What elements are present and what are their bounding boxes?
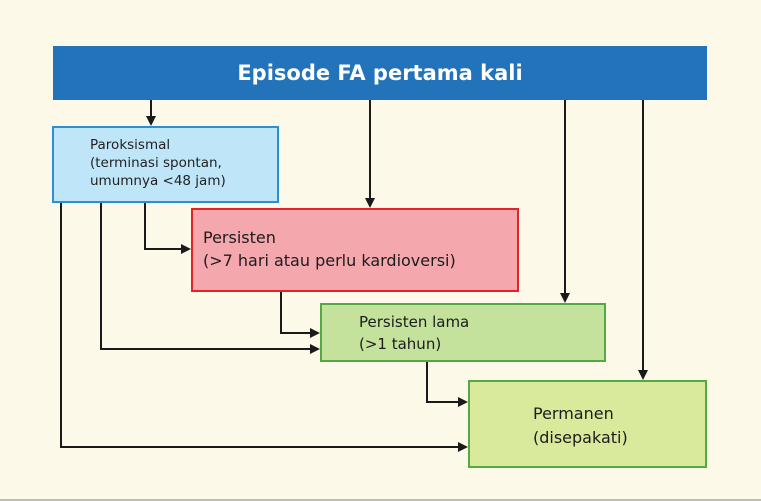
persisten-lama-desc: (>1 tahun) xyxy=(359,335,442,353)
permanen-desc: (disepakati) xyxy=(533,428,628,447)
paroksismal-desc-line2: umumnya <48 jam) xyxy=(90,173,226,189)
persisten-lama-title: Persisten lama xyxy=(359,313,470,331)
permanen-title: Permanen xyxy=(533,404,614,423)
paroksismal-title: Paroksismal xyxy=(90,137,171,153)
arrow-paroksismal-to-persisten-lama xyxy=(100,203,320,354)
paroksismal-desc-line1: (terminasi spontan, xyxy=(90,155,222,171)
header-title: Episode FA pertama kali xyxy=(237,61,523,85)
arrow-paroksismal-to-permanen xyxy=(60,203,468,452)
permanen-box: Permanen (disepakati) xyxy=(468,380,707,468)
persisten-desc: (>7 hari atau perlu kardioversi) xyxy=(203,251,456,270)
arrow-persisten-lama-to-permanen xyxy=(426,362,468,407)
header-box: Episode FA pertama kali xyxy=(53,46,707,100)
arrow-paroksismal-to-persisten xyxy=(144,203,191,254)
persisten-title: Persisten xyxy=(203,228,276,247)
paroksismal-box: Paroksismal (terminasi spontan, umumnya … xyxy=(52,126,279,203)
persisten-box: Persisten (>7 hari atau perlu kardiovers… xyxy=(191,208,519,292)
arrow-persisten-to-persisten-lama xyxy=(280,292,320,338)
persisten-lama-box: Persisten lama (>1 tahun) xyxy=(320,303,606,362)
